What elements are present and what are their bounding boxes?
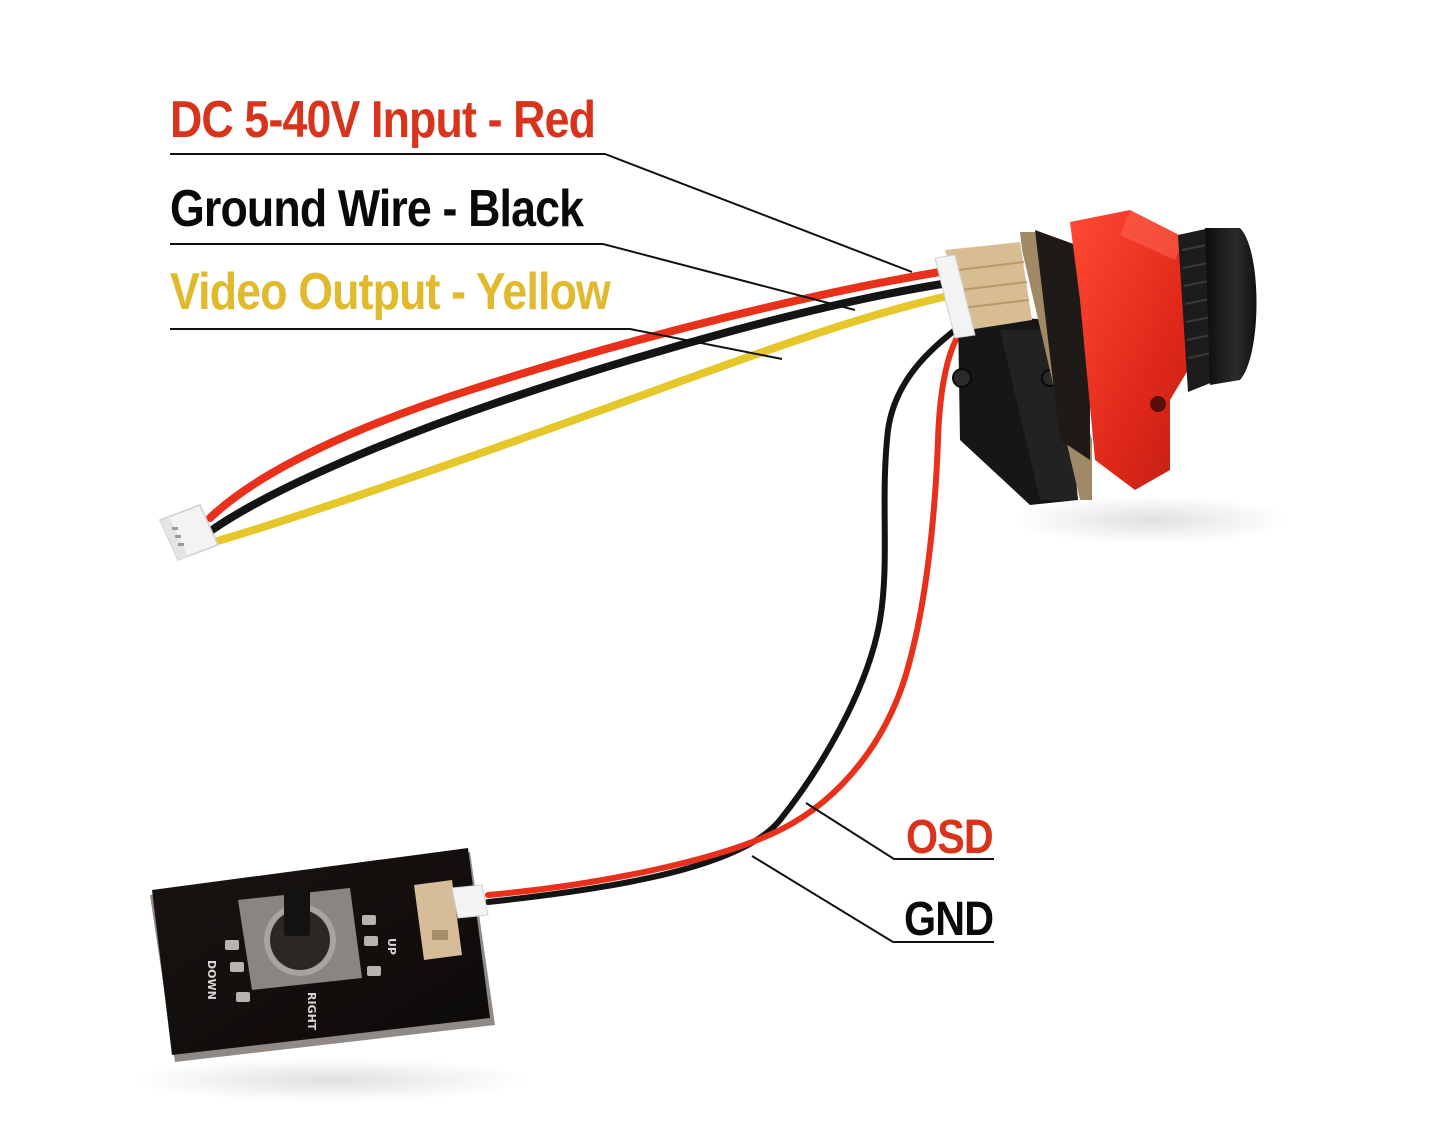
label-gnd: GND — [904, 893, 994, 946]
label-ground-black: Ground Wire - Black — [170, 180, 584, 238]
leader-video — [170, 328, 783, 360]
pcb-label-up: UP — [385, 938, 398, 955]
connector-pins — [172, 527, 184, 546]
camera-connector — [934, 242, 1032, 339]
wire-yellow-video — [210, 292, 952, 546]
joystick-stick[interactable] — [284, 888, 310, 936]
solder-pads — [225, 915, 381, 1002]
wire-black-ground — [208, 280, 946, 534]
pcb-connector — [414, 880, 489, 960]
osd-joystick-board[interactable]: UP DOWN RIGHT — [150, 848, 495, 1062]
main-harness — [206, 268, 952, 546]
camera-lens — [1205, 228, 1257, 385]
leader-ground — [170, 243, 856, 311]
pcb-label-right: RIGHT — [305, 992, 318, 1031]
wire-red-power — [206, 268, 944, 522]
pcb-shadow — [130, 1058, 530, 1102]
label-power-red: DC 5-40V Input - Red — [170, 91, 596, 149]
wire-red-osd — [485, 319, 971, 898]
wire-black-gnd — [485, 327, 958, 905]
leader-osd — [805, 802, 994, 860]
osd-harness — [485, 319, 971, 905]
camera-red-housing — [1070, 210, 1200, 490]
leader-lines — [170, 153, 994, 943]
leader-gnd — [751, 855, 994, 943]
label-osd: OSD — [906, 811, 994, 864]
leader-power — [170, 153, 913, 273]
pcb-label-down: DOWN — [205, 960, 218, 1000]
screw-icon — [952, 368, 972, 388]
fpv-camera — [934, 210, 1257, 505]
jst-connector[interactable] — [158, 504, 220, 561]
camera-shadow — [1010, 496, 1290, 544]
mount-hole-icon — [1150, 396, 1166, 412]
label-video-yellow: Video Output - Yellow — [170, 263, 611, 321]
